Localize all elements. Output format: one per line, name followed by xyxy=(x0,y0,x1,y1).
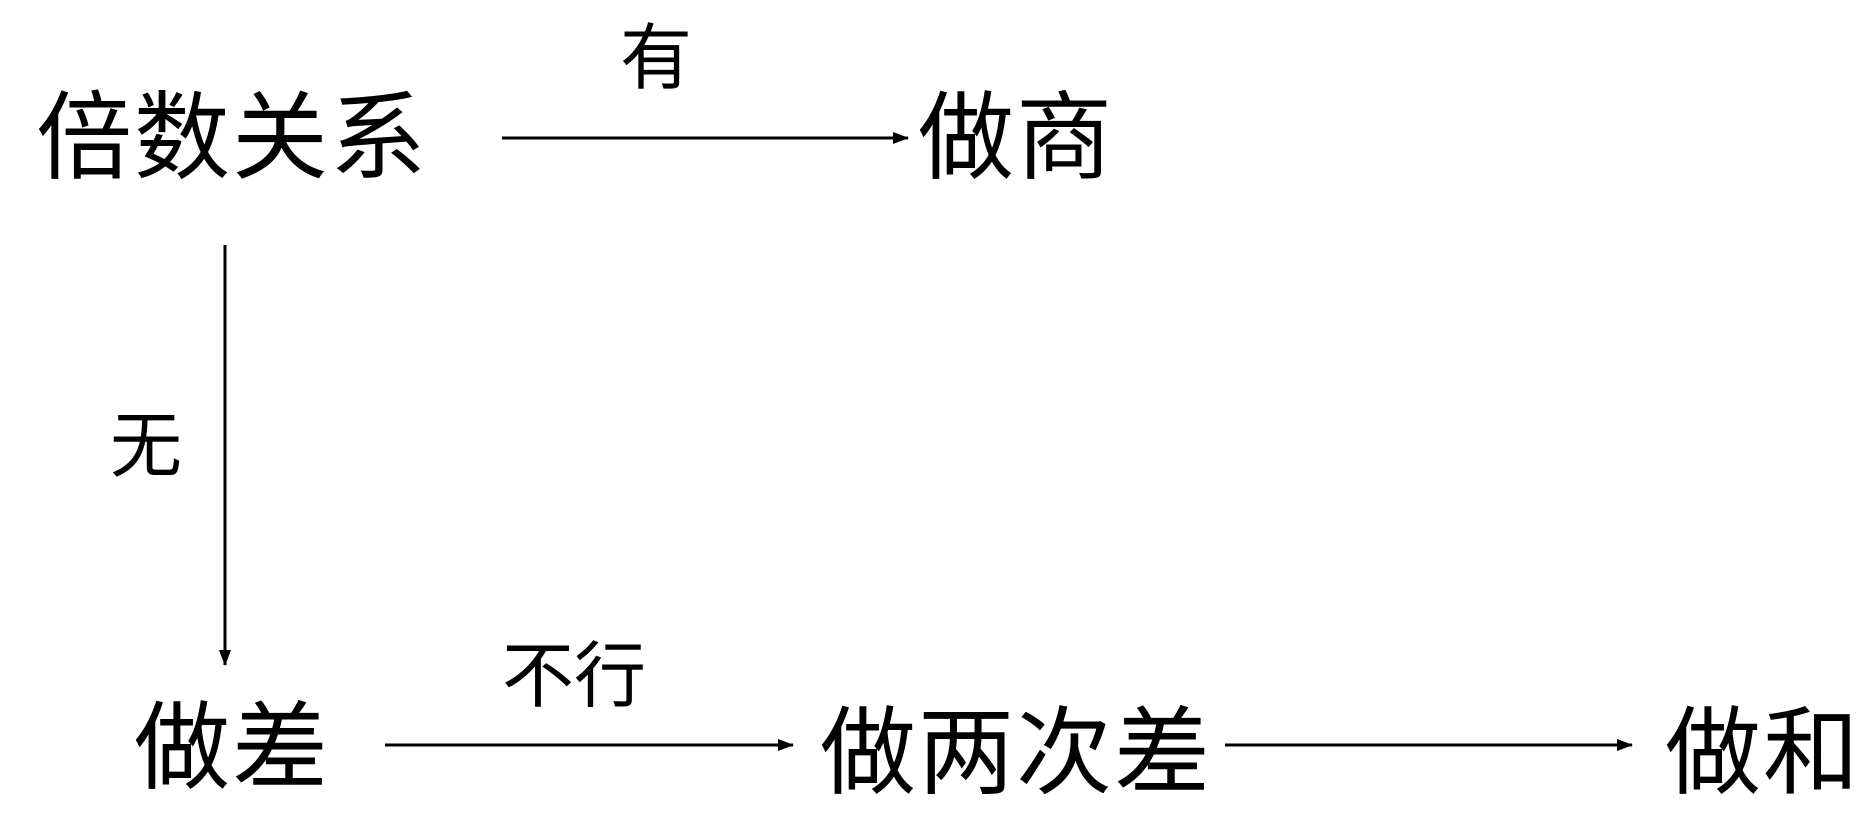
node-multiple-relation: 倍数关系 xyxy=(36,82,428,194)
edge-label-yes: 有 xyxy=(620,16,693,100)
node-take-second-difference: 做两次差 xyxy=(820,697,1212,809)
edge-label-not-working: 不行 xyxy=(502,634,647,718)
node-take-quotient: 做商 xyxy=(918,82,1114,194)
node-take-sum: 做和 xyxy=(1665,697,1861,809)
edge-label-no: 无 xyxy=(110,404,183,488)
node-take-difference: 做差 xyxy=(134,692,330,804)
